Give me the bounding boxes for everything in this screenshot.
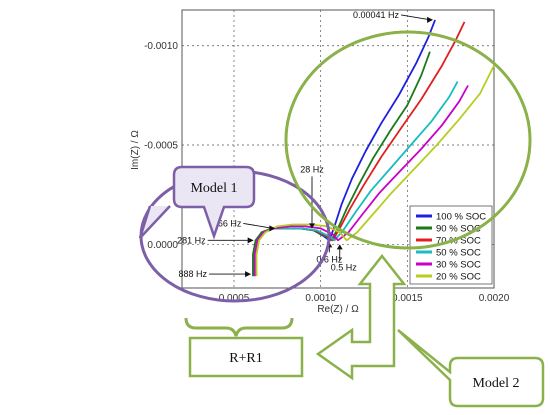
model2-callout-frame (397, 329, 545, 408)
hollow-arrow (315, 253, 407, 381)
legend-label: 20 % SOC (436, 272, 481, 283)
model1-label: Model 1 (190, 181, 237, 196)
annotation-arrowhead (269, 225, 276, 232)
model2-region-ellipse (284, 30, 532, 250)
x-tick-label: 0.0020 (479, 293, 510, 304)
annotation-arrowhead (427, 16, 434, 23)
model1-callout-frame (172, 165, 256, 240)
annotation-arrowhead (309, 223, 315, 229)
annotation-label: 0.6 Hz (316, 254, 343, 264)
legend-label: 50 % SOC (436, 248, 481, 259)
x-axis-label: Re(Z) / Ω (317, 304, 359, 315)
annotation-arrowhead (336, 244, 343, 250)
legend-box (409, 205, 493, 285)
y-axis-label: Im(Z) / Ω (130, 130, 141, 170)
annotation-arrowhead (247, 237, 254, 244)
y-tick-label: -0.0005 (144, 141, 178, 152)
x-tick-label: 0.0005 (219, 293, 250, 304)
annotation-label: 0.00041 Hz (353, 10, 400, 20)
legend-label: 70 % SOC (436, 236, 481, 247)
legend-label: 100 % SOC (436, 212, 486, 223)
annotation-label: 0.5 Hz (331, 262, 358, 272)
annotation-label: 66 Hz (218, 218, 242, 228)
annotation-pointer (400, 14, 432, 21)
series-line (255, 65, 495, 277)
annotation-pointer (243, 222, 274, 229)
x-axis-ticks: 0.0005 0.0010 0.0015 0.0020 (219, 293, 510, 304)
y-tick-label: -0.0010 (144, 41, 178, 52)
resistance-callout-box (188, 336, 304, 378)
frequency-annotations: 888 Hz 281 Hz 66 Hz 28 Hz 0.6 Hz0.5 Hz 0.0004… (177, 10, 434, 279)
y-axis-ticks: -0.0010 -0.0005 0.0000 (144, 41, 178, 251)
series-line (253, 85, 469, 277)
annotation-label: 888 Hz (179, 269, 208, 279)
y-tick-label: 0.0000 (147, 240, 178, 251)
annotation-label: 281 Hz (177, 235, 206, 245)
annotation-label: 28 Hz (300, 164, 324, 174)
legend-label: 30 % SOC (436, 260, 481, 271)
model1-callout-pointer (138, 205, 171, 239)
legend-label: 90 % SOC (436, 224, 481, 235)
resistance-label: R+R1 (229, 351, 263, 366)
x-tick-label: 0.0015 (392, 293, 423, 304)
annotation-arrowhead (245, 271, 252, 278)
x-tick-label: 0.0010 (305, 293, 336, 304)
resistance-bracket (184, 317, 294, 337)
model2-label: Model 2 (472, 376, 519, 391)
